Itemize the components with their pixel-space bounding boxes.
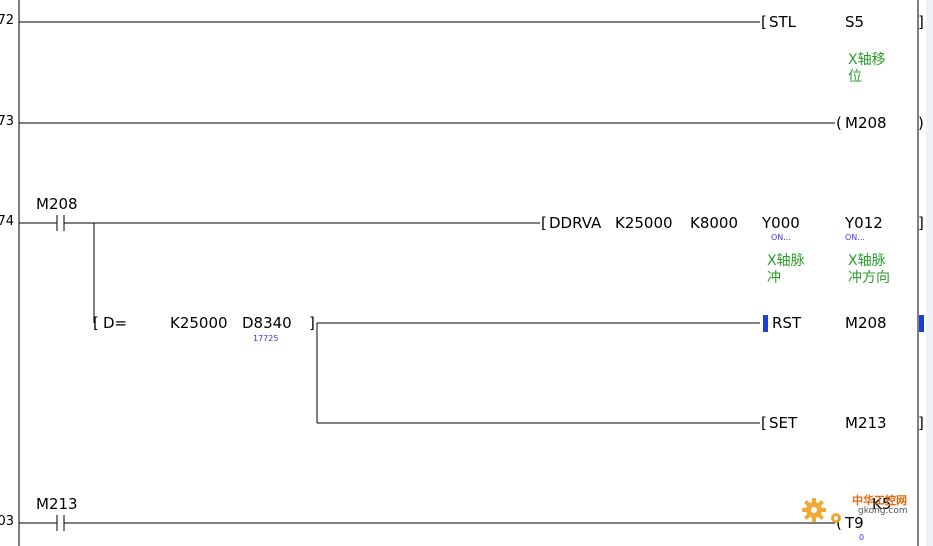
instruction-bracket-open: [ [761,13,767,31]
rung-number: 03 [0,514,14,529]
instruction-param[interactable]: Y000 [762,214,800,232]
instruction-op[interactable]: SET [769,414,798,432]
timer-setpoint[interactable]: K5 [872,495,892,513]
compare-bracket-open: [ [93,314,99,332]
instruction-bracket-open: [ [761,414,767,432]
monitor-value: ON... [771,233,791,242]
gear-icon [802,498,841,523]
compare-operand-a[interactable]: K25000 [170,314,228,332]
monitor-value: 17725 [253,334,279,343]
timer-device[interactable]: T9 [845,514,864,532]
instruction-param[interactable]: Y012 [845,214,883,232]
rung-number: 74 [0,214,14,229]
monitor-value: 0 [859,533,865,542]
instruction-arg[interactable]: S5 [845,13,865,31]
watermark-url: gkong.com [858,506,908,516]
compare-op[interactable]: D= [103,314,128,332]
instruction-op[interactable]: STL [769,13,797,31]
instruction-op[interactable]: DDRVA [549,214,602,232]
rung-number: 72 [0,13,14,28]
watermark-title: 中华工控网 [852,494,907,507]
coil-bracket-open: ( [836,514,842,532]
instruction-bracket-close: ] [918,13,924,31]
monitor-value: ON... [845,233,865,242]
coil-bracket-close: ) [918,114,924,132]
device-comment: X轴脉 冲方向 [848,253,890,286]
rung-number: 73 [0,114,14,129]
instruction-op[interactable]: RST [772,314,802,332]
instruction-arg[interactable]: M213 [845,414,887,432]
instruction-arg[interactable]: M208 [845,314,887,332]
instruction-bracket-close: ] [918,414,924,432]
contact-label[interactable]: M213 [36,495,78,513]
instruction-param[interactable]: K25000 [615,214,673,232]
instruction-bracket-close: ] [918,214,924,232]
instruction-param[interactable]: K8000 [690,214,739,232]
instruction-bracket-open: [ [541,214,547,232]
coil-device[interactable]: M208 [845,114,887,132]
compare-operand-b[interactable]: D8340 [242,314,292,332]
coil-bracket-open: ( [836,114,842,132]
compare-bracket-close: ] [309,314,315,332]
device-comment: X轴脉 冲 [767,253,805,286]
vertical-scrollbar[interactable] [926,0,933,546]
device-comment: X轴移 位 [848,52,886,85]
contact-label[interactable]: M208 [36,195,78,213]
